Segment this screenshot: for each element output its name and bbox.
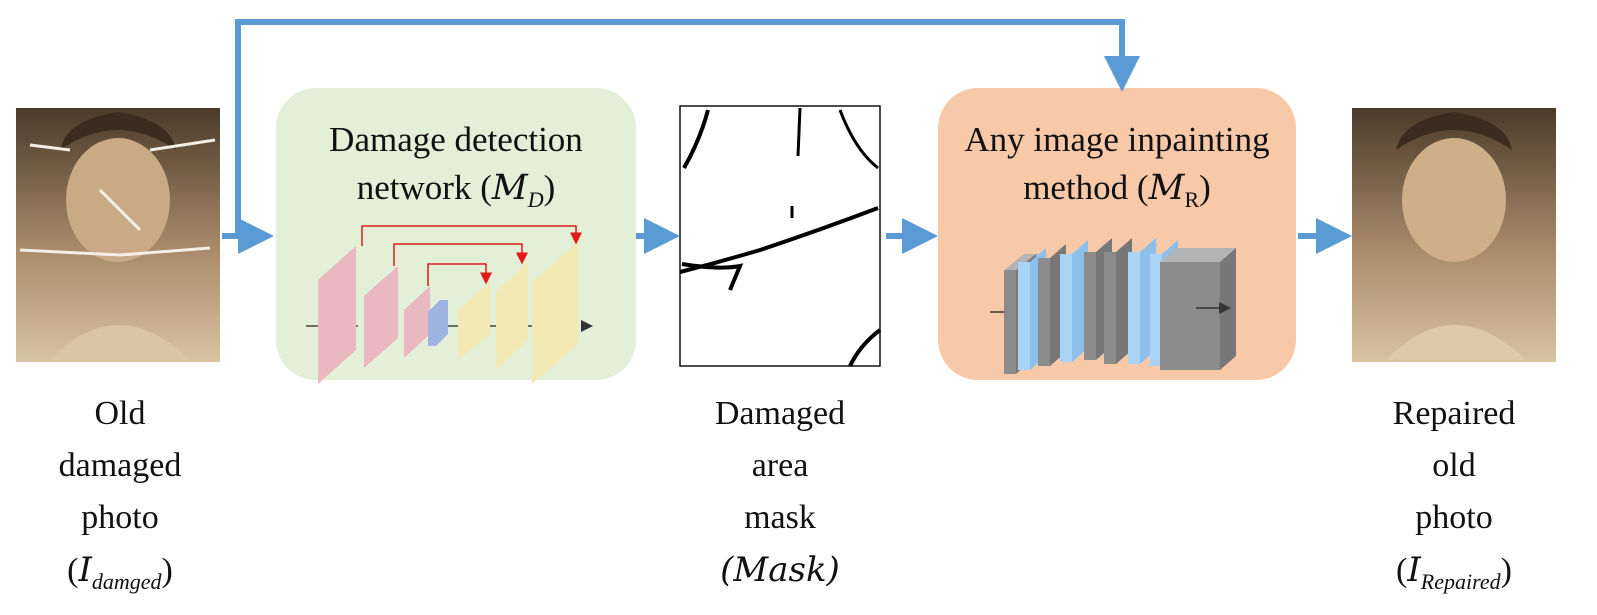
mask-caption: Damaged area mask (Mask) (690, 388, 870, 596)
input-photo-caption: Old damaged photo (Idamged) (40, 388, 200, 608)
mask-symbol: (Mask) (720, 550, 840, 590)
layer-stack (1004, 238, 1236, 374)
detection-network-layers (306, 225, 593, 384)
output-photo-symbol: (IRepaired) (1396, 550, 1512, 594)
skip-connection (393, 243, 528, 266)
detection-title-line2: network (MD) (356, 168, 556, 212)
decoder-layer (458, 282, 490, 360)
damaged-area-mask (679, 105, 882, 367)
input-photo-symbol: (Idamged) (67, 550, 173, 594)
detection-title: Damage detection network (MD) (276, 116, 636, 224)
old-damaged-photo (16, 108, 220, 362)
decoder-layer (532, 242, 578, 384)
bypass-arrow (235, 19, 1140, 236)
inpainting-title-line2: method (MR) (1023, 168, 1211, 212)
inpainting-network-layers (990, 238, 1236, 374)
inpainting-title: Any image inpainting method (MR) (938, 116, 1296, 224)
decoder-layer (496, 262, 528, 370)
skip-connection (427, 263, 492, 286)
bottleneck-layer (428, 300, 448, 346)
encoder-layer (364, 266, 398, 368)
repaired-old-photo (1352, 108, 1556, 362)
encoder-layer (404, 286, 430, 358)
output-photo-caption: Repaired old photo (IRepaired) (1364, 388, 1544, 608)
detection-title-line1: Damage detection (329, 120, 583, 159)
inpainting-box: Any image inpainting method (MR) (938, 88, 1296, 380)
crack-lines (19, 138, 216, 257)
encoder-layer (318, 246, 356, 384)
inpainting-title-line1: Any image inpainting (964, 120, 1270, 159)
skip-connection (361, 225, 582, 246)
